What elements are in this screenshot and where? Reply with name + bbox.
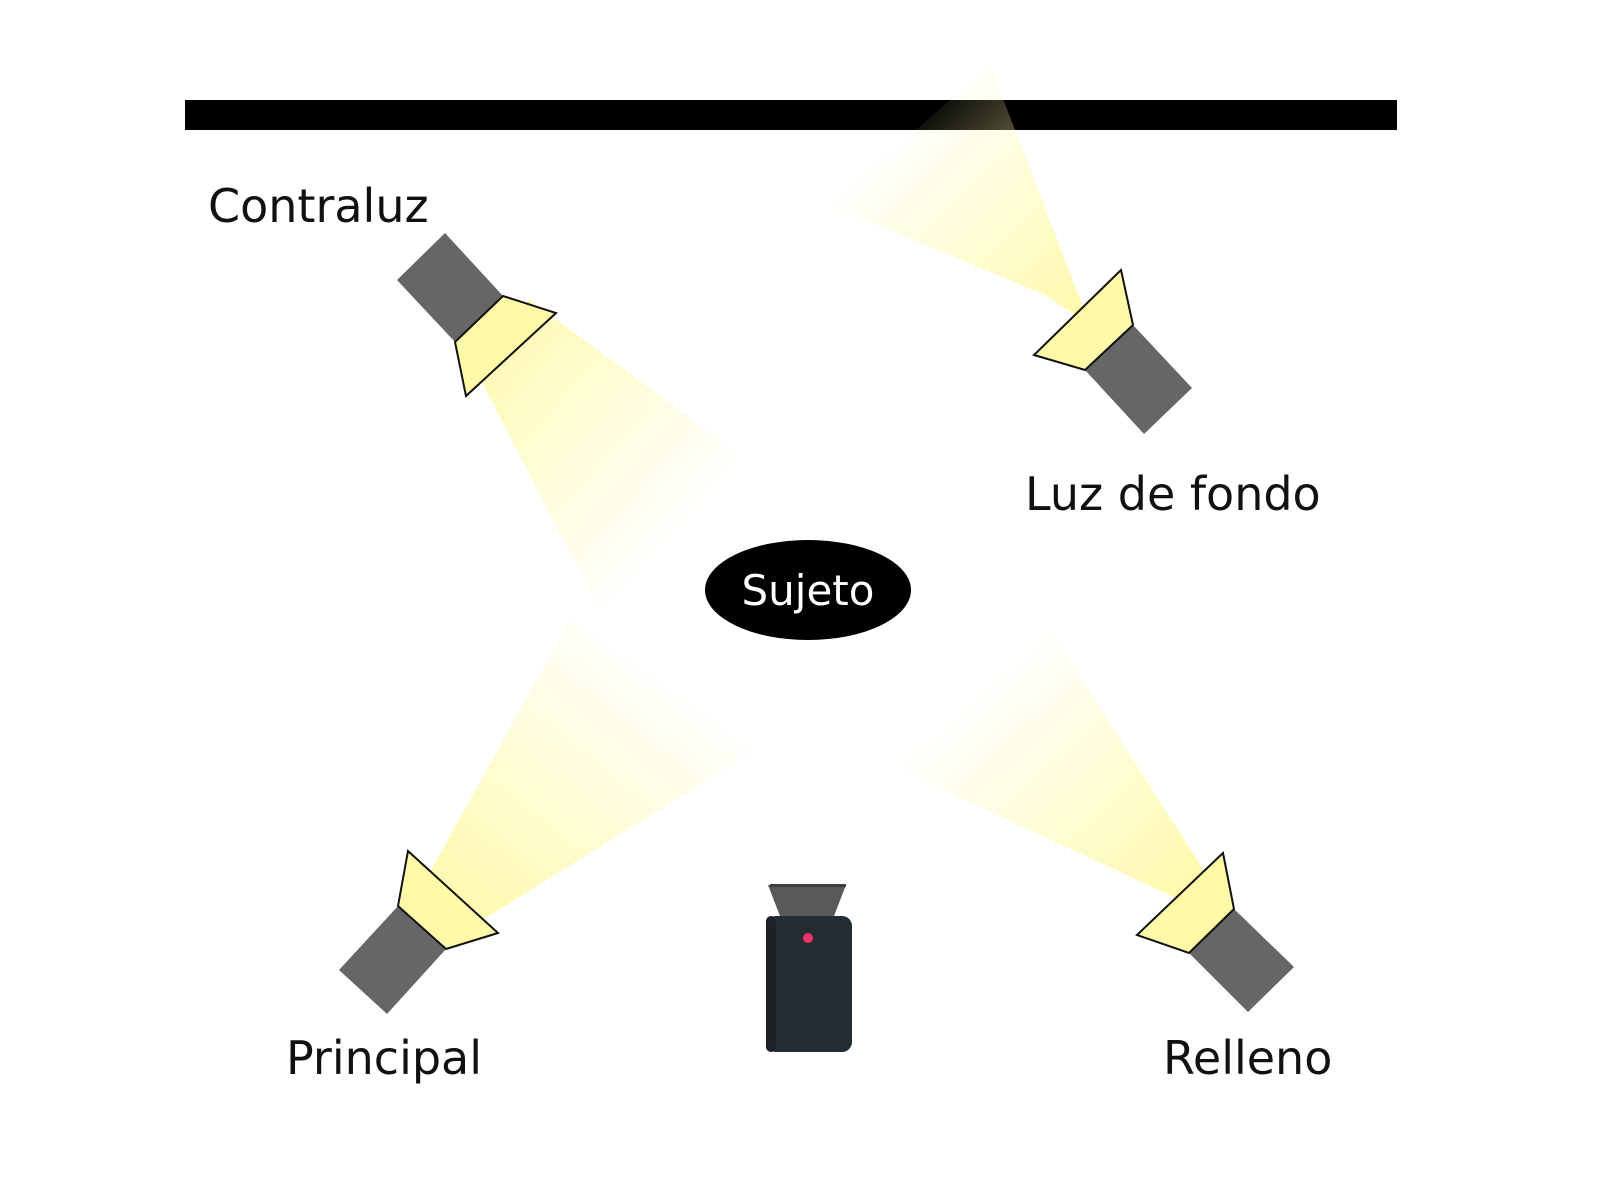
- camera-icon: [766, 884, 852, 1052]
- fill-light-beam: [880, 630, 1210, 900]
- camera-led: [803, 933, 813, 943]
- backdrop-bar: [185, 100, 1397, 130]
- camera-hood: [768, 885, 846, 916]
- backlight-label: Contraluz: [208, 179, 429, 233]
- camera-body: [766, 916, 852, 1052]
- backlight-beam: [460, 300, 760, 610]
- key-light-beam: [420, 620, 755, 928]
- subject-ellipse: [705, 540, 911, 640]
- background-light-label: Luz de fondo: [1025, 467, 1321, 521]
- spotlight-icon: [1032, 268, 1192, 434]
- spotlight-icon: [1135, 851, 1294, 1012]
- key-light-label: Principal: [286, 1031, 482, 1085]
- spotlight-icon: [339, 849, 500, 1014]
- spotlight-icon: [397, 233, 558, 398]
- background-light-beam: [830, 65, 1090, 325]
- subject: Sujeto: [705, 540, 911, 640]
- subject-label: Sujeto: [742, 566, 875, 615]
- fill-light-label: Relleno: [1163, 1031, 1332, 1085]
